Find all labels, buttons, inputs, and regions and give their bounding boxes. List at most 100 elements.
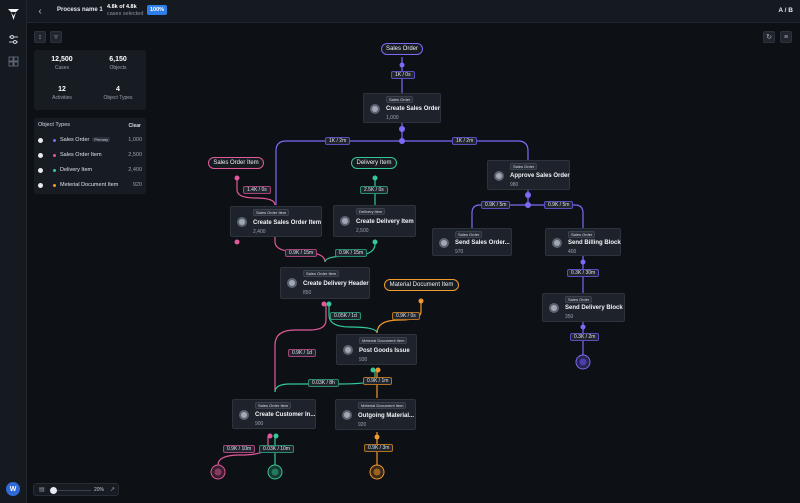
node-count: 920 <box>358 422 367 428</box>
edge-label[interactable]: 1.4K / 0s <box>243 186 271 194</box>
radio-icon[interactable] <box>38 138 43 143</box>
activity-node-create-delivery-header[interactable]: Sales Order Item Create Delivery Header … <box>280 267 370 299</box>
activity-node-post-goods-issue[interactable]: Meterial Document Item Post Goods Issue … <box>336 334 417 365</box>
object-type-name: Sales Order Item <box>60 152 102 158</box>
node-count: 350 <box>565 314 574 320</box>
object-types-title: Object Types <box>38 122 70 128</box>
zoom-value: 20% <box>94 487 105 493</box>
fit-view-icon[interactable]: ▤ <box>39 487 45 493</box>
edge-label[interactable]: 0.9K / 5m <box>544 201 574 209</box>
start-pill-material-document-item[interactable]: Material Document Item <box>384 279 459 291</box>
node-tag: Meterial Document Item <box>359 337 408 344</box>
user-avatar[interactable]: W <box>6 482 20 496</box>
cases-selected: 4.8k of 4.8k cases selected <box>107 4 143 18</box>
edge-label[interactable]: 0.03K / 8h <box>308 379 339 387</box>
activity-icon <box>287 278 297 288</box>
filter-funnel-icon[interactable]: ▿ <box>50 31 62 43</box>
node-count: 1,000 <box>386 115 399 121</box>
activity-node-create-customer-invoice[interactable]: Sales Order Item Create Customer In... 9… <box>232 399 316 429</box>
object-type-count: 2,500 <box>128 152 142 158</box>
edge-label[interactable]: 0.03K / 10m <box>259 445 294 453</box>
radio-icon[interactable] <box>38 183 43 188</box>
activity-icon <box>370 104 380 114</box>
node-count: 970 <box>455 249 464 255</box>
activity-node-send-sales-order[interactable]: Sales Order Send Sales Order... 970 <box>432 228 512 256</box>
node-tag: Sales Order <box>565 296 593 303</box>
radio-icon[interactable] <box>38 153 43 158</box>
node-name: Outgoing Material... <box>358 413 415 419</box>
grid-icon[interactable] <box>8 56 19 67</box>
pin-icon[interactable]: ↕ <box>34 31 46 43</box>
zoom-slider-handle[interactable] <box>50 487 57 494</box>
start-pill-sales-order-item[interactable]: Sales Order Item <box>208 157 264 169</box>
activity-icon <box>343 345 353 355</box>
node-name: Approve Sales Order <box>510 173 570 179</box>
node-tag: Sales Order <box>386 96 414 103</box>
refresh-icon[interactable]: ↻ <box>763 31 775 43</box>
expand-icon[interactable]: ↗ <box>110 487 116 493</box>
edge-label[interactable]: 1K / 0s <box>391 71 415 79</box>
cases-count: 4.8k of 4.8k <box>107 4 137 10</box>
activity-node-outgoing-material[interactable]: Meterial Document Item Outgoing Material… <box>335 399 416 430</box>
node-count: 850 <box>303 290 312 296</box>
start-pill-delivery-item[interactable]: Delivery Item <box>351 157 397 169</box>
activity-icon <box>549 303 559 313</box>
menu-icon[interactable]: ≡ <box>780 31 792 43</box>
activity-node-send-delivery-block[interactable]: Sales Order Send Delivery Block 350 <box>542 293 625 322</box>
edge-label[interactable]: 0.9K / 0s <box>392 312 420 320</box>
object-type-row[interactable]: Meterial Document Item 920 <box>38 181 142 191</box>
node-name: Send Sales Order... <box>455 240 510 246</box>
edge-label[interactable]: 0.3K / 30m <box>567 269 600 277</box>
activity-node-approve-sales-order[interactable]: Sales Order Approve Sales Order 980 <box>487 160 570 190</box>
edge-label[interactable]: 0.3K / 2m <box>570 333 600 341</box>
edge-label[interactable]: 0.9K / 1m <box>363 377 393 385</box>
object-type-row[interactable]: Sales Order Item 2,500 <box>38 151 142 161</box>
start-pill-sales-order[interactable]: Sales Order <box>381 43 423 55</box>
activity-icon <box>237 217 247 227</box>
app-logo-icon[interactable] <box>7 8 20 21</box>
edge-label[interactable]: 1K / 2m <box>452 137 478 145</box>
activity-node-send-billing-block[interactable]: Sales Order Send Billing Block 400 <box>545 228 621 256</box>
edge-label[interactable]: 0.9K / 15m <box>335 249 368 257</box>
node-name: Create Delivery Header <box>303 281 369 287</box>
object-type-count: 2,400 <box>128 167 142 173</box>
edge-label[interactable]: 1K / 2m <box>325 137 351 145</box>
edge-label[interactable]: 0.9K / 10m <box>223 445 256 453</box>
edge-label[interactable]: 0.9K / 15m <box>285 249 318 257</box>
node-tag: Sales Order <box>455 231 483 238</box>
ab-toggle[interactable]: A / B <box>778 7 793 14</box>
zoom-slider-track[interactable] <box>51 490 91 491</box>
node-tag: Sales Order Item <box>255 402 292 409</box>
node-tag: Meterial Document Item <box>358 402 407 409</box>
back-chevron-icon[interactable]: ‹ <box>38 5 42 17</box>
object-type-name: Meterial Document Item <box>60 182 119 188</box>
activity-icon <box>342 410 352 420</box>
node-count: 930 <box>359 357 368 363</box>
edge-label[interactable]: 0.9K / 3m <box>364 444 394 452</box>
node-name: Create Customer In... <box>255 412 316 418</box>
activity-node-create-sales-order-item[interactable]: Sales Order Item Create Sales Order Item… <box>230 206 322 237</box>
node-name: Send Billing Block <box>568 240 621 246</box>
node-tag: Sales Order <box>510 163 538 170</box>
object-type-row[interactable]: Delivery Item 2,400 <box>38 166 142 176</box>
cases-label: cases selected <box>107 11 144 17</box>
activity-node-create-sales-order[interactable]: Sales Order Create Sales Order 1,000 <box>363 93 441 123</box>
node-tag: Sales Order <box>568 231 596 238</box>
node-name: Post Goods Issue <box>359 348 410 354</box>
process-name[interactable]: Process name 1 <box>57 7 103 13</box>
top-bar: ‹ Process name 1 4.8k of 4.8k cases sele… <box>27 0 800 23</box>
filter-sliders-icon[interactable] <box>8 34 19 45</box>
node-count: 2,500 <box>356 228 369 234</box>
edge-label[interactable]: 0.9K / 1d <box>288 349 317 357</box>
node-count: 400 <box>568 249 577 255</box>
clear-button[interactable]: Clear <box>128 123 141 129</box>
edge-label[interactable]: 0.05K / 1d <box>330 312 361 320</box>
zoom-control: ▤ 20% ↗ <box>33 483 119 496</box>
activity-node-create-delivery-item[interactable]: Delivery Item Create Delivery Item 2,500 <box>333 205 416 237</box>
edge-label[interactable]: 0.9K / 5m <box>481 201 511 209</box>
edge-label[interactable]: 2.5K / 0s <box>360 186 388 194</box>
radio-icon[interactable] <box>38 168 43 173</box>
